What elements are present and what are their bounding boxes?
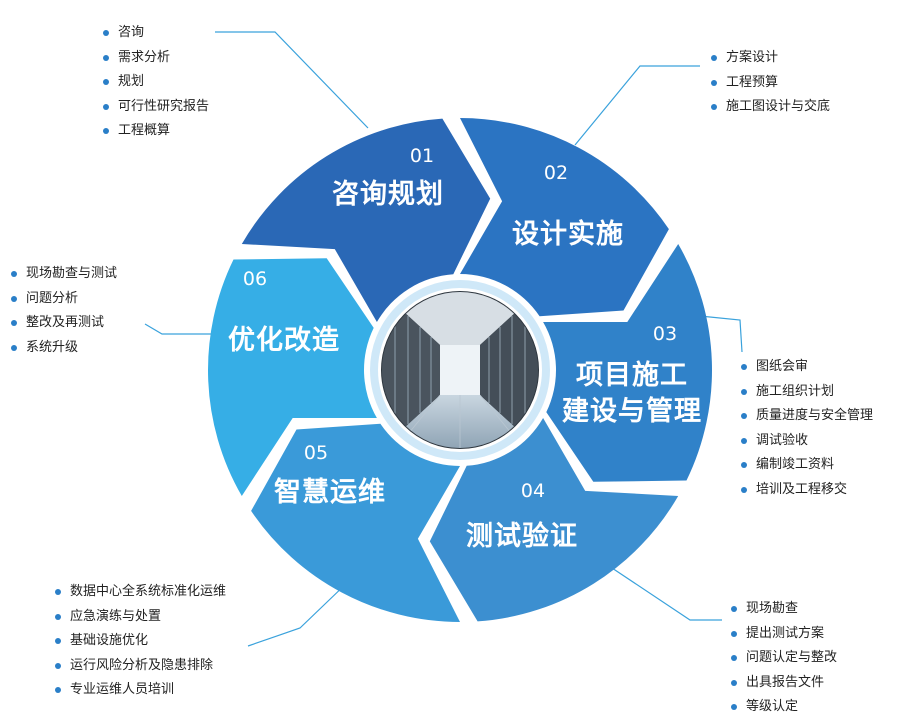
segment-04: 04 测试验证 — [466, 480, 578, 552]
leader-line-06 — [144, 323, 228, 335]
segment-03-title-line-2: 建设与管理 — [562, 396, 702, 427]
callout-list-04: 现场勘查提出测试方案问题认定与整改出具报告文件等级认定 — [730, 597, 837, 720]
callout-item: 现场勘查与测试 — [10, 262, 117, 287]
segment-05-shape — [251, 423, 460, 622]
data-center-image — [379, 289, 541, 451]
callout-item: 方案设计 — [710, 46, 830, 71]
callout-item: 编制竣工资料 — [740, 453, 873, 478]
callout-item: 施工图设计与交底 — [710, 95, 830, 120]
segment-03-shape — [543, 244, 712, 482]
segment-03-number: 03 — [653, 323, 677, 345]
leader-line-05 — [247, 579, 351, 647]
hub-ring — [370, 280, 550, 460]
leader-line-03 — [699, 315, 743, 353]
callout-item: 规划 — [102, 70, 209, 95]
callout-list-06: 现场勘查与测试问题分析整改及再测试系统升级 — [10, 262, 117, 360]
segment-04-shape — [429, 418, 679, 622]
segment-05-number: 05 — [304, 442, 328, 464]
leader-line-04 — [599, 559, 722, 621]
segment-03-title-line-1: 项目施工 — [576, 360, 688, 391]
callout-item: 质量进度与安全管理 — [740, 404, 873, 429]
leader-line-02 — [574, 65, 700, 146]
callout-item: 专业运维人员培训 — [54, 678, 226, 703]
callout-item: 基础设施优化 — [54, 629, 226, 654]
leader-line-01 — [215, 31, 369, 129]
callout-item: 问题分析 — [10, 287, 117, 312]
callout-list-05: 数据中心全系统标准化运维应急演练与处置基础设施优化运行风险分析及隐患排除专业运维… — [54, 580, 226, 703]
segment-02-title: 设计实施 — [512, 218, 624, 250]
segment-02-number: 02 — [544, 162, 568, 184]
callout-item: 现场勘查 — [730, 597, 837, 622]
callout-item: 图纸会审 — [740, 355, 873, 380]
callout-item: 运行风险分析及隐患排除 — [54, 654, 226, 679]
segment-06: 06 优化改造 — [228, 268, 340, 356]
callout-item: 问题认定与整改 — [730, 646, 837, 671]
callout-item: 可行性研究报告 — [102, 95, 209, 120]
callout-item: 调试验收 — [740, 429, 873, 454]
segment-01-shape — [241, 118, 491, 322]
callout-list-01: 咨询需求分析规划可行性研究报告工程概算 — [102, 21, 209, 144]
callout-item: 工程概算 — [102, 119, 209, 144]
segment-04-title: 测试验证 — [466, 520, 578, 552]
segment-06-shape — [208, 258, 377, 496]
callout-item: 咨询 — [102, 21, 209, 46]
segment-06-title: 优化改造 — [228, 325, 340, 356]
segment-05: 05 智慧运维 — [274, 442, 386, 508]
segment-05-title: 智慧运维 — [274, 477, 386, 508]
segment-01: 01 咨询规划 — [332, 145, 444, 210]
segment-01-title: 咨询规划 — [332, 179, 444, 210]
callout-item: 需求分析 — [102, 46, 209, 71]
callout-item: 系统升级 — [10, 336, 117, 361]
callout-item: 出具报告文件 — [730, 671, 837, 696]
callout-list-03: 图纸会审施工组织计划质量进度与安全管理调试验收编制竣工资料培训及工程移交 — [740, 355, 873, 503]
leader-lines — [144, 31, 743, 647]
segment-03: 03 项目施工 建设与管理 — [562, 323, 702, 427]
callout-item: 培训及工程移交 — [740, 478, 873, 503]
segment-01-number: 01 — [410, 145, 434, 167]
segment-02: 02 设计实施 — [512, 162, 624, 250]
callout-item: 等级认定 — [730, 695, 837, 720]
segment-06-number: 06 — [243, 268, 267, 290]
callout-item: 工程预算 — [710, 71, 830, 96]
callout-item: 应急演练与处置 — [54, 605, 226, 630]
segment-04-number: 04 — [521, 480, 545, 502]
segment-02-shape — [460, 118, 669, 317]
callout-item: 施工组织计划 — [740, 380, 873, 405]
callout-item: 整改及再测试 — [10, 311, 117, 336]
callout-item: 提出测试方案 — [730, 622, 837, 647]
callout-item: 数据中心全系统标准化运维 — [54, 580, 226, 605]
callout-list-02: 方案设计工程预算施工图设计与交底 — [710, 46, 830, 120]
